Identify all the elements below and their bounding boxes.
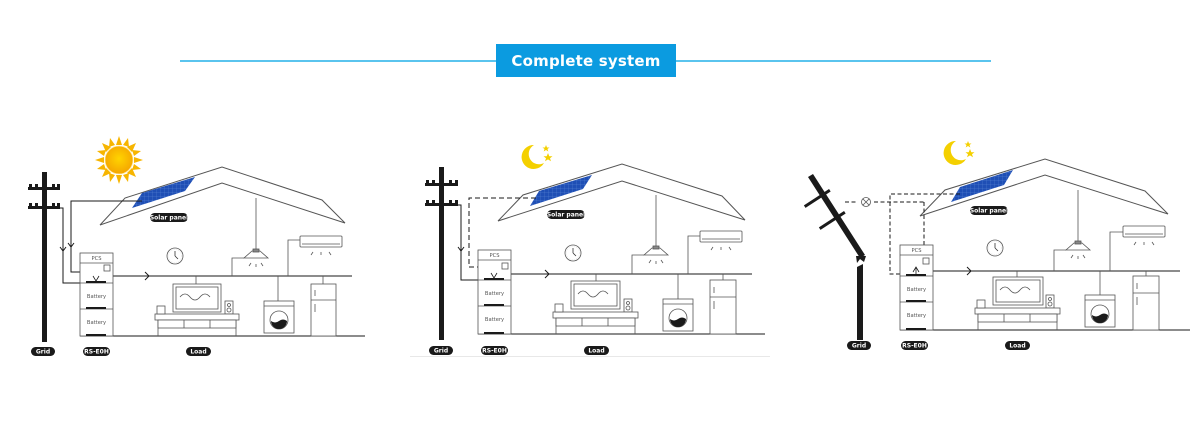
washing-machine-icon xyxy=(263,276,295,334)
sun-icon xyxy=(95,136,143,184)
broken-grid-pole xyxy=(803,174,866,340)
battery-label: Battery xyxy=(485,317,504,323)
scenario-outage: Solar panel PCS Battery Battery xyxy=(803,140,1190,350)
label-solar-panel: Solar panel xyxy=(970,206,1008,215)
clock-icon xyxy=(564,244,582,262)
svg-text:Grid: Grid xyxy=(852,343,866,350)
title-line-left xyxy=(180,60,496,62)
battery-label: Battery xyxy=(485,291,504,297)
solar-panel xyxy=(951,170,1013,202)
svg-text:RS-E0H: RS-E0H xyxy=(482,348,507,355)
grid-pole xyxy=(28,172,60,342)
svg-text:Grid: Grid xyxy=(434,348,448,355)
label-product: RS-E0H xyxy=(83,347,110,356)
svg-text:Solar panel: Solar panel xyxy=(970,208,1008,215)
pcs-label: PCS xyxy=(911,248,921,254)
svg-text:Solar panel: Solar panel xyxy=(547,212,585,219)
pcs-label: PCS xyxy=(91,256,101,262)
label-solar-panel: Solar panel xyxy=(547,210,585,219)
ceiling-lamp-icon xyxy=(231,198,270,276)
label-grid: Grid xyxy=(429,346,453,355)
house-roof xyxy=(99,166,346,226)
svg-text:Load: Load xyxy=(1009,343,1025,350)
refrigerator-icon xyxy=(310,276,337,337)
clock-icon xyxy=(166,247,184,265)
panel-divider xyxy=(410,356,770,357)
label-product: RS-E0H xyxy=(901,341,928,350)
battery-label: Battery xyxy=(907,313,926,319)
air-conditioner-icon xyxy=(1109,225,1166,271)
grid-disconnect-icon xyxy=(861,197,871,207)
label-grid: Grid xyxy=(31,347,55,356)
section-title: Complete system xyxy=(496,44,676,77)
svg-text:Grid: Grid xyxy=(36,349,50,356)
battery-label: Battery xyxy=(87,320,106,326)
tv-icon xyxy=(154,276,240,336)
energy-storage-unit xyxy=(477,249,512,335)
moon-stars-icon xyxy=(943,140,975,165)
svg-text:RS-E0H: RS-E0H xyxy=(902,343,927,350)
scenario-night: Solar panel PCS Battery Battery xyxy=(425,144,765,355)
label-load: Load xyxy=(1005,341,1030,350)
svg-text:RS-E0H: RS-E0H xyxy=(84,349,109,356)
ceiling-lamp-icon xyxy=(1053,190,1092,271)
pcs-label: PCS xyxy=(489,253,499,259)
svg-text:Load: Load xyxy=(588,348,604,355)
tv-icon xyxy=(552,274,639,334)
solar-panel xyxy=(530,175,592,206)
battery-label: Battery xyxy=(907,287,926,293)
solar-panel xyxy=(132,177,195,208)
house-roof xyxy=(497,163,746,222)
svg-text:Load: Load xyxy=(190,349,206,356)
label-solar-panel: Solar panel xyxy=(150,213,188,222)
house-roof xyxy=(919,158,1169,217)
washing-machine-icon xyxy=(1084,271,1116,328)
energy-storage-unit xyxy=(899,244,934,331)
tv-icon xyxy=(974,271,1061,330)
clock-icon xyxy=(986,239,1004,257)
scenario-day: Solar panel PCS Battery Battery xyxy=(28,136,365,356)
label-load: Load xyxy=(584,346,609,355)
label-grid: Grid xyxy=(847,341,871,350)
energy-storage-unit xyxy=(79,252,114,337)
moon-stars-icon xyxy=(521,144,553,169)
air-conditioner-icon xyxy=(287,235,343,276)
washing-machine-icon xyxy=(662,274,694,332)
ceiling-lamp-icon xyxy=(631,195,670,274)
air-conditioner-icon xyxy=(687,230,743,274)
svg-text:Solar panel: Solar panel xyxy=(150,215,188,222)
label-load: Load xyxy=(186,347,211,356)
refrigerator-icon xyxy=(709,274,737,335)
refrigerator-icon xyxy=(1132,271,1160,331)
battery-label: Battery xyxy=(87,294,106,300)
label-product: RS-E0H xyxy=(481,346,508,355)
grid-pole xyxy=(425,167,458,340)
title-line-right xyxy=(676,60,991,62)
